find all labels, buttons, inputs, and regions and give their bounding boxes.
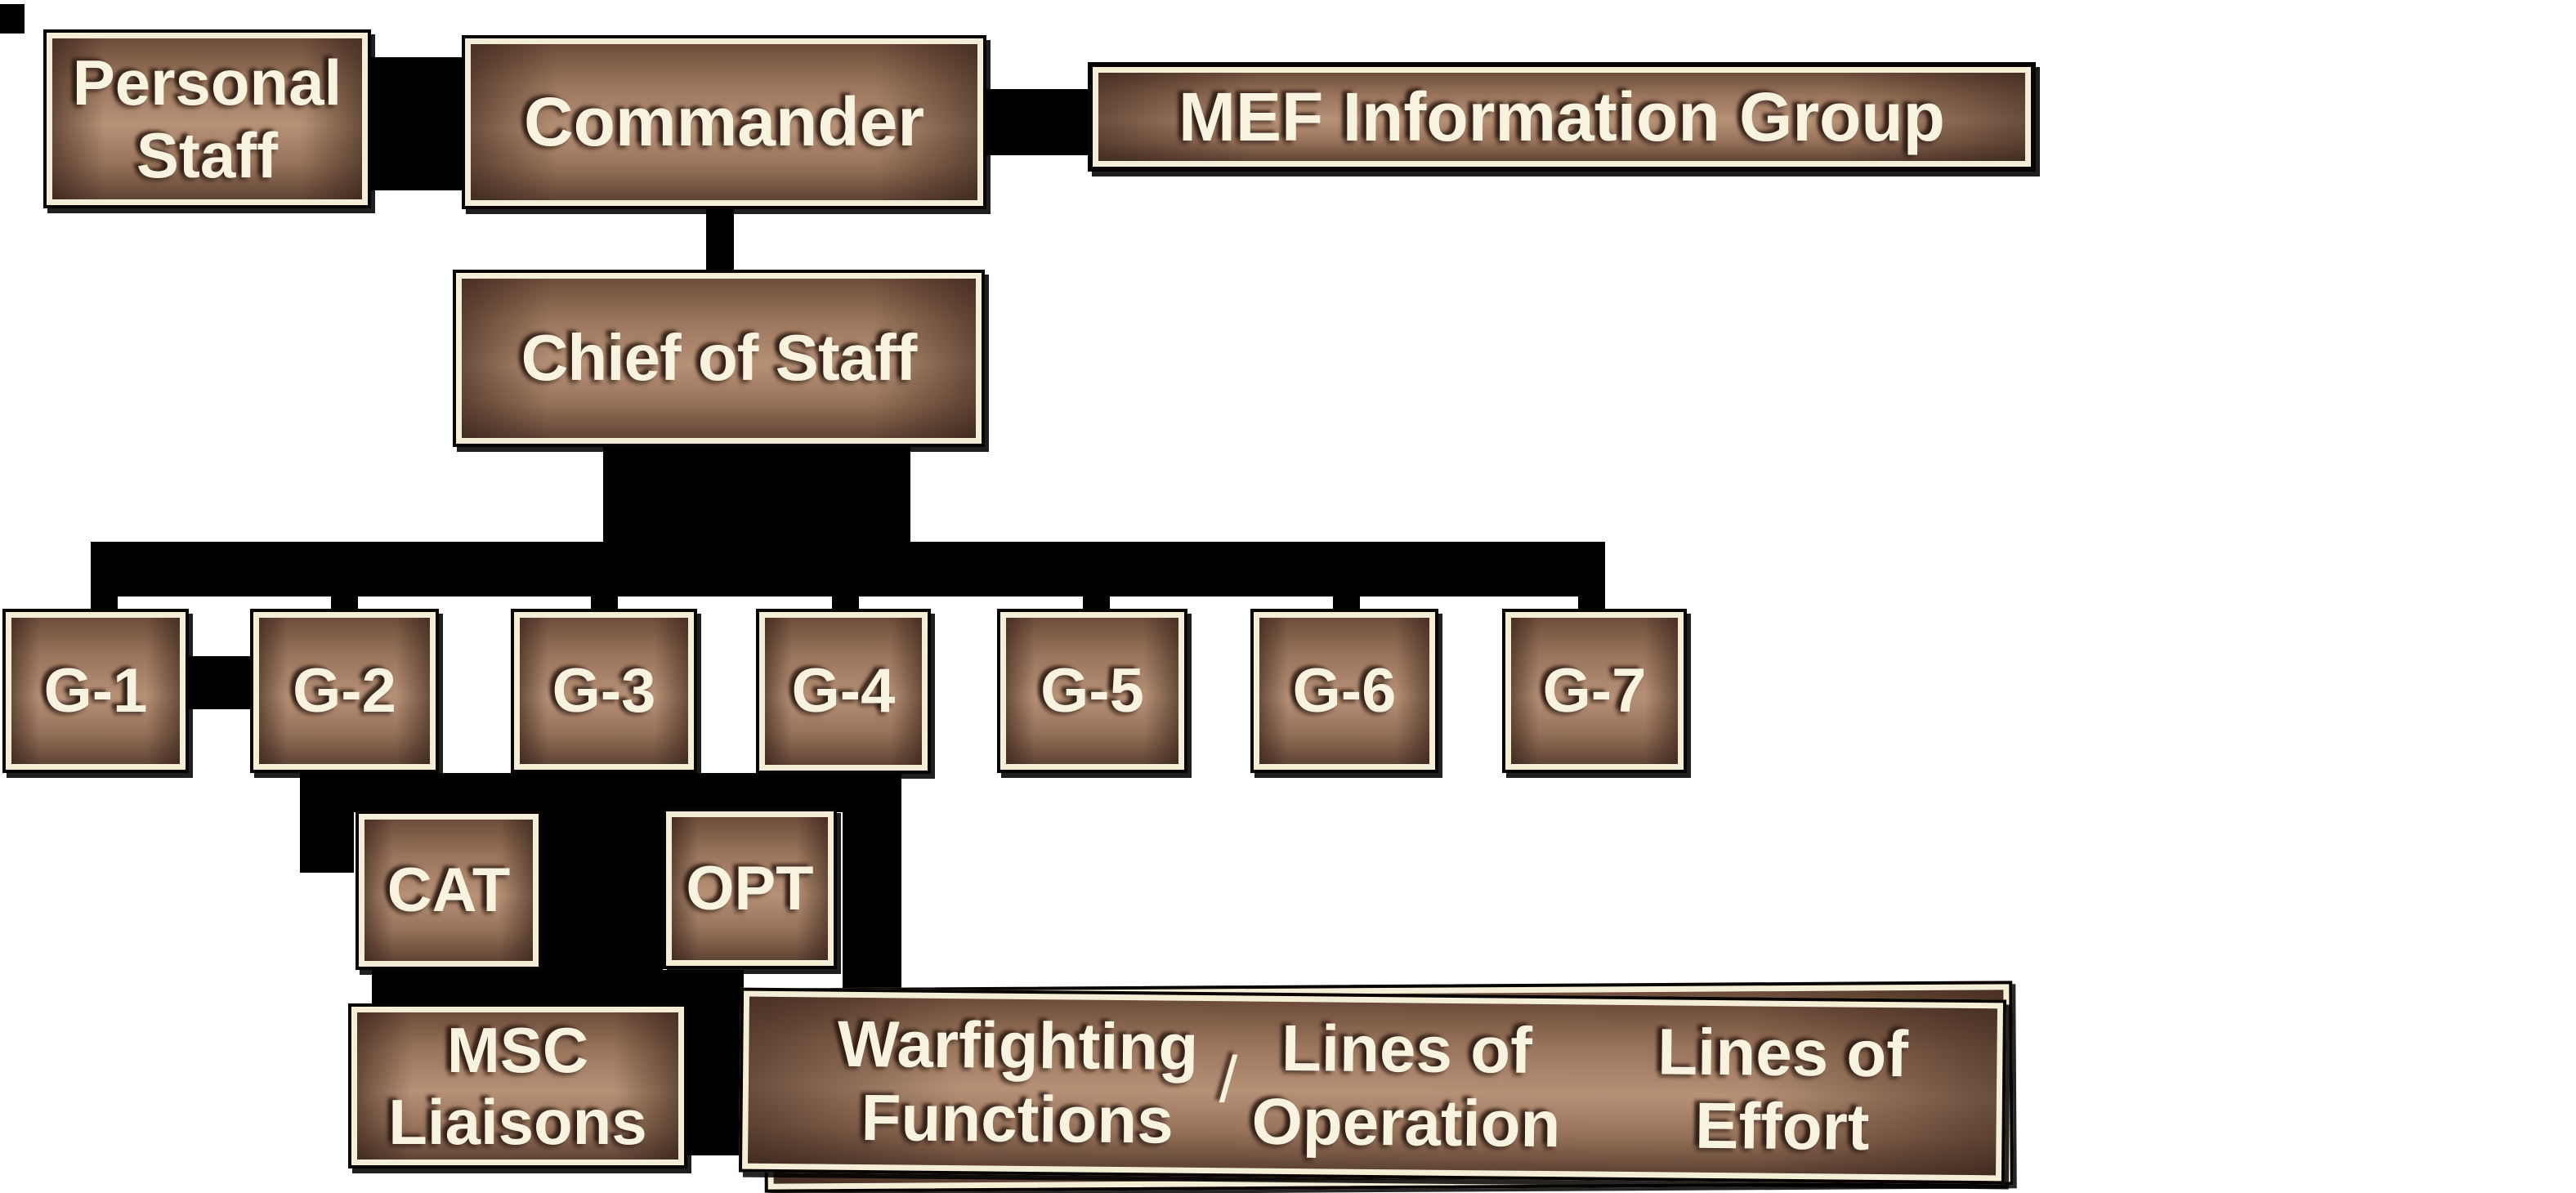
corner-mark [0,4,25,34]
connector-commander-mef [986,89,1089,155]
connector-horizontal-bar [91,542,1605,596]
connector-band-bottom [372,970,744,1007]
g7-label: G-7 [1542,655,1647,726]
node-face: MEF Information Group [1098,73,2025,161]
node-g3: G-3 [511,609,697,773]
node-face: G-4 [765,618,922,765]
warfighting-col2: Lines of Operation [1251,1011,1561,1161]
node-cat: CAT [356,811,542,970]
msc-liaisons-label: MSC Liaisons [388,1013,647,1158]
node-commander: Commander [462,35,986,209]
chief-of-staff-label: Chief of Staff [521,321,918,395]
g2-label: G-2 [293,655,396,726]
connector-column-g4-down [843,811,901,997]
node-personal-staff: Personal Staff [43,29,371,208]
node-face: MSC Liaisons [357,1012,678,1159]
node-g1: G-1 [2,609,189,773]
node-face: G-2 [259,618,430,764]
node-opt: OPT [663,808,837,969]
node-g6: G-6 [1250,609,1438,773]
connector-commander-chief [706,209,734,271]
connector-personal-staff-commander [371,57,463,190]
node-g7: G-7 [1502,609,1687,773]
node-face: OPT [672,817,828,960]
node-g2: G-2 [250,609,439,773]
cat-label: CAT [387,855,511,925]
connector-leg-left-of-cat [300,811,354,873]
g1-label: G-1 [43,655,148,726]
node-mef-information-group: MEF Information Group [1088,62,2036,172]
node-g5: G-5 [997,609,1187,773]
node-warfighting-functions: Warfighting Functions / Lines of Operati… [738,987,2007,1185]
node-chief-of-staff: Chief of Staff [453,270,985,447]
connector-g1-g2 [189,656,250,709]
node-face: Chief of Staff [462,279,976,438]
commander-label: Commander [523,83,925,161]
g5-label: G-5 [1040,655,1144,726]
g4-label: G-4 [791,656,896,726]
node-face: CAT [364,820,533,961]
connector-chief-trunk [603,447,910,547]
node-g4: G-4 [756,609,931,774]
mef-ig-label: MEF Information Group [1178,78,1945,155]
g6-label: G-6 [1292,655,1397,726]
node-msc-liaisons: MSC Liaisons [348,1003,687,1168]
node-face: Warfighting Functions / Lines of Operati… [748,996,1997,1176]
connector-band-under-g-row [300,773,901,812]
node-face: G-7 [1511,618,1678,764]
g3-label: G-3 [552,655,656,726]
warfighting-slash: / [1219,1043,1238,1116]
warfighting-col3: Lines of Effort [1657,1014,1909,1164]
node-face: G-6 [1259,618,1429,764]
node-face: G-1 [11,618,180,764]
node-face: G-3 [520,618,688,764]
node-face: G-5 [1006,618,1178,764]
personal-staff-label: Personal Staff [72,47,342,191]
warfighting-col1: Warfighting Functions [837,1007,1199,1157]
connector-msc-warfighting [687,1003,744,1155]
opt-label: OPT [686,853,814,923]
node-face: Commander [471,44,977,200]
node-face: Personal Staff [52,38,362,199]
